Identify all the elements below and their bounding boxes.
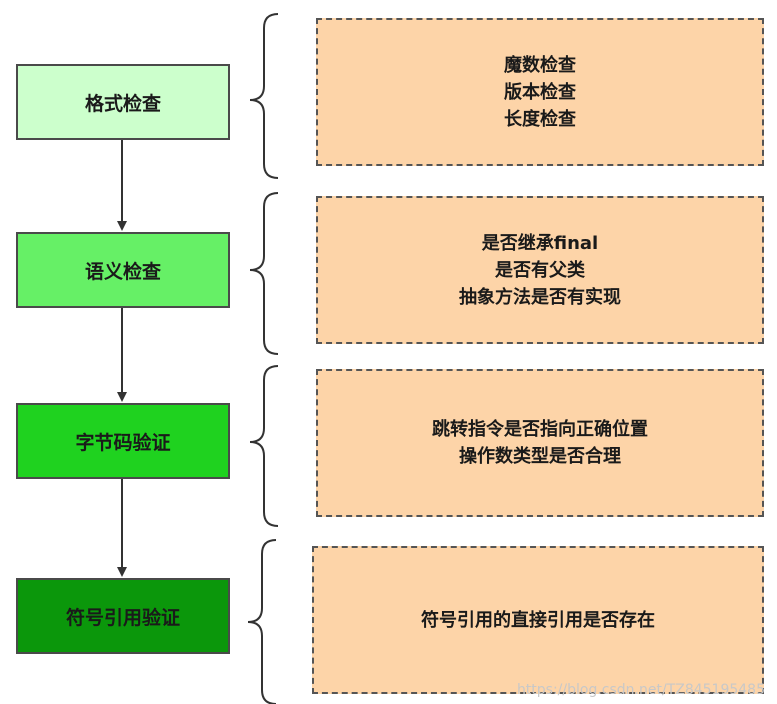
step-semantic-check: 语义检查 <box>16 232 230 308</box>
brace-semantic <box>249 192 279 355</box>
step-symbolic-ref-verify-label: 符号引用验证 <box>65 606 180 629</box>
brace-bytecode <box>249 365 279 527</box>
detail-semantic-check: 是否继承final 是否有父类 抽象方法是否有实现 <box>316 196 764 344</box>
detail-line: 是否继承final <box>481 232 599 254</box>
step-semantic-check-label: 语义检查 <box>84 260 161 283</box>
detail-line: 符号引用的直接引用是否存在 <box>421 609 655 631</box>
step-format-check-label: 格式检查 <box>84 92 161 115</box>
detail-line: 抽象方法是否有实现 <box>459 286 621 308</box>
watermark-text: https://blog.csdn.net/TZ845195485 <box>516 682 765 698</box>
step-symbolic-ref-verify: 符号引用验证 <box>16 578 230 654</box>
step-format-check: 格式检查 <box>16 64 230 140</box>
detail-line: 长度检查 <box>504 108 576 130</box>
step-bytecode-verify-label: 字节码验证 <box>75 431 171 454</box>
detail-line: 魔数检查 <box>504 54 576 76</box>
step-bytecode-verify: 字节码验证 <box>16 403 230 479</box>
detail-bytecode-verify: 跳转指令是否指向正确位置 操作数类型是否合理 <box>316 369 764 517</box>
detail-line: 版本检查 <box>504 81 576 103</box>
brace-format <box>249 13 279 179</box>
detail-line: 是否有父类 <box>495 259 585 281</box>
detail-line: 跳转指令是否指向正确位置 <box>432 419 648 440</box>
detail-line: 操作数类型是否合理 <box>459 446 621 467</box>
detail-symbolic-ref-verify: 符号引用的直接引用是否存在 <box>312 546 764 694</box>
detail-format-check: 魔数检查 版本检查 长度检查 <box>316 18 764 166</box>
brace-symbolic <box>247 539 277 704</box>
